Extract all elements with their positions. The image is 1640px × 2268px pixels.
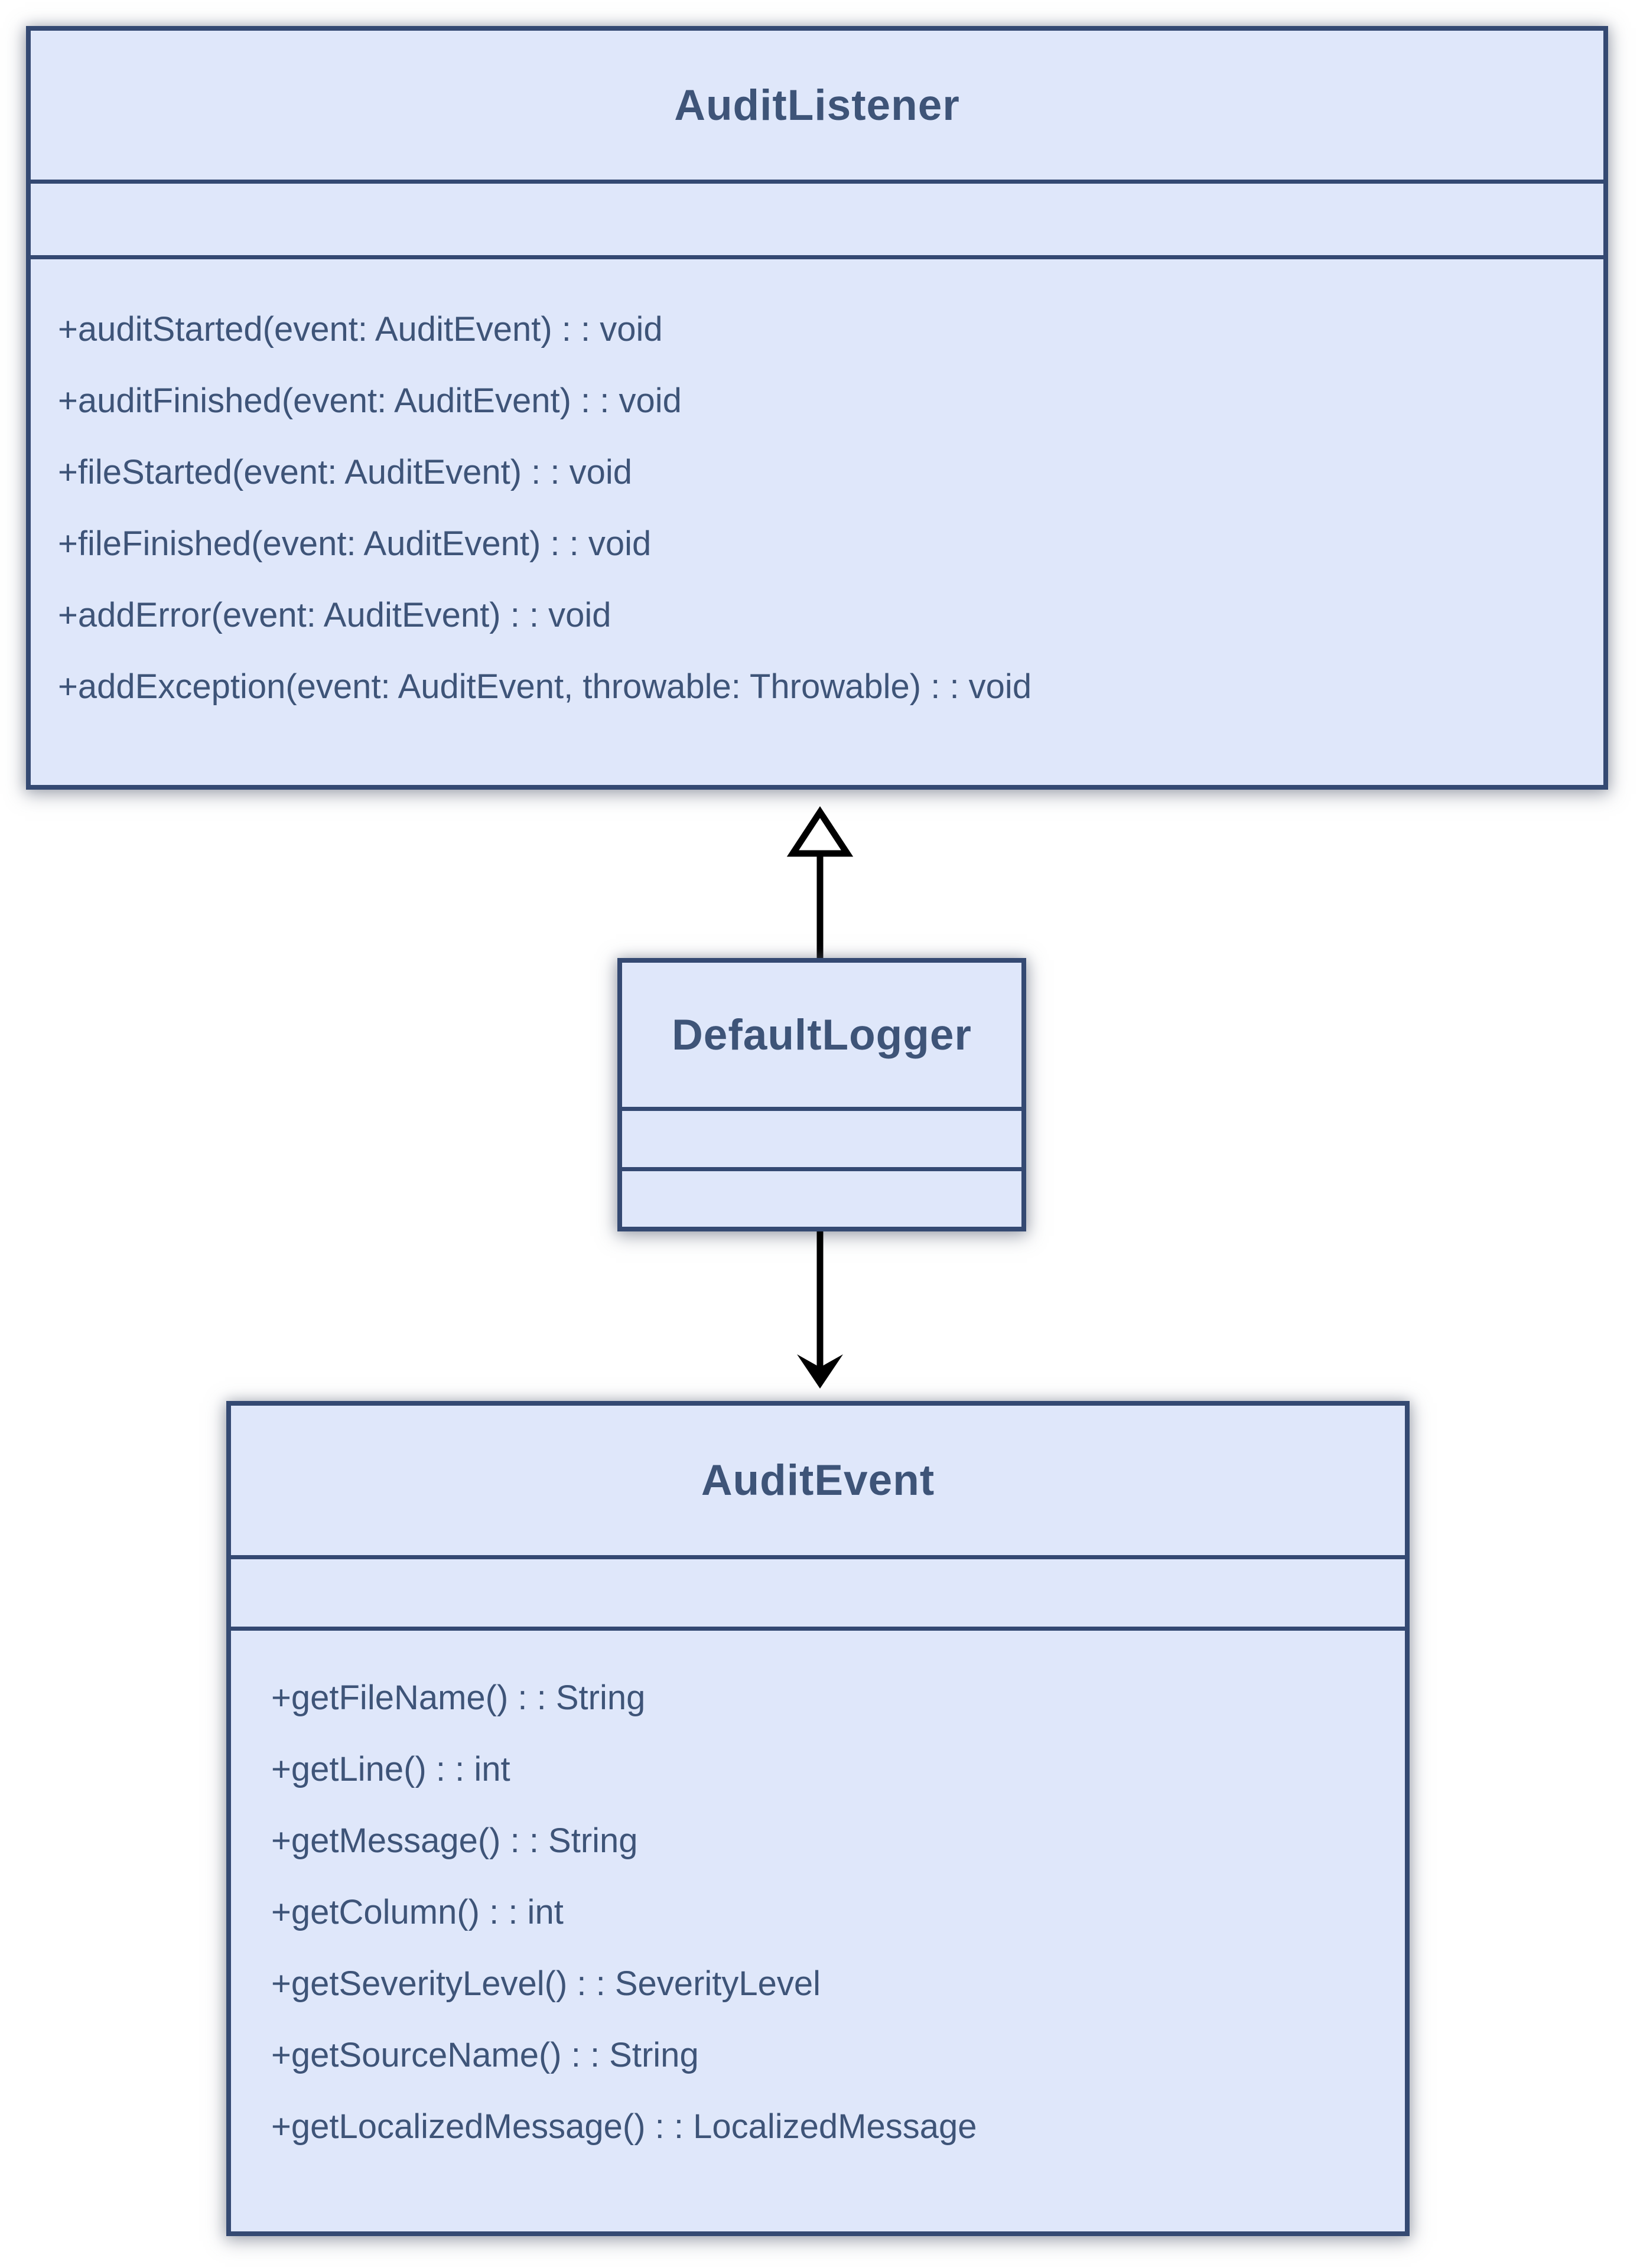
method-row: +auditStarted(event: AuditEvent) : : voi… (58, 310, 663, 348)
class-box-auditevent: AuditEvent +getFileName() : : String+get… (226, 1401, 1410, 2236)
filled-stealth-arrowhead-icon (797, 1354, 843, 1389)
class-box-defaultlogger: DefaultLogger (617, 958, 1026, 1231)
methods-compartment-auditlistener: +auditStarted(event: AuditEvent) : : voi… (31, 255, 1603, 785)
attributes-compartment-auditlistener (31, 180, 1603, 255)
hollow-triangle-arrowhead-icon (786, 806, 854, 857)
method-row: +auditFinished(event: AuditEvent) : : vo… (58, 382, 682, 420)
method-row: +addError(event: AuditEvent) : : void (58, 596, 611, 634)
method-row: +getSeverityLevel() : : SeverityLevel (271, 1964, 821, 2003)
method-row: +getMessage() : : String (271, 1821, 638, 1860)
method-row: +fileFinished(event: AuditEvent) : : voi… (58, 524, 652, 563)
methods-compartment-auditevent: +getFileName() : : String +getLine() : : … (231, 1627, 1405, 2231)
attributes-compartment-auditevent (231, 1555, 1405, 1627)
association-arrow (797, 1231, 843, 1389)
method-row: +getFileName() : : String (271, 1679, 646, 1717)
method-row: +getColumn() : : int (271, 1893, 564, 1931)
method-row: +fileStarted(event: AuditEvent) : : void (58, 453, 633, 491)
class-title-auditlistener: AuditListener (674, 81, 960, 129)
class-title-defaultlogger: DefaultLogger (672, 1011, 972, 1059)
generalization-arrow (786, 806, 854, 958)
method-row: +getLine() : : int (271, 1750, 510, 1788)
class-box-auditlistener: AuditListener +auditStarted(event: Audit… (26, 26, 1608, 790)
attributes-compartment-defaultlogger (622, 1107, 1021, 1167)
method-row: +getSourceName() : : String (271, 2036, 699, 2074)
methods-compartment-defaultlogger (622, 1167, 1021, 1227)
method-row: +addException(event: AuditEvent, throwab… (58, 667, 1032, 706)
class-title-auditevent: AuditEvent (701, 1456, 935, 1504)
method-row: +getLocalizedMessage() : : LocalizedMess… (271, 2107, 977, 2146)
